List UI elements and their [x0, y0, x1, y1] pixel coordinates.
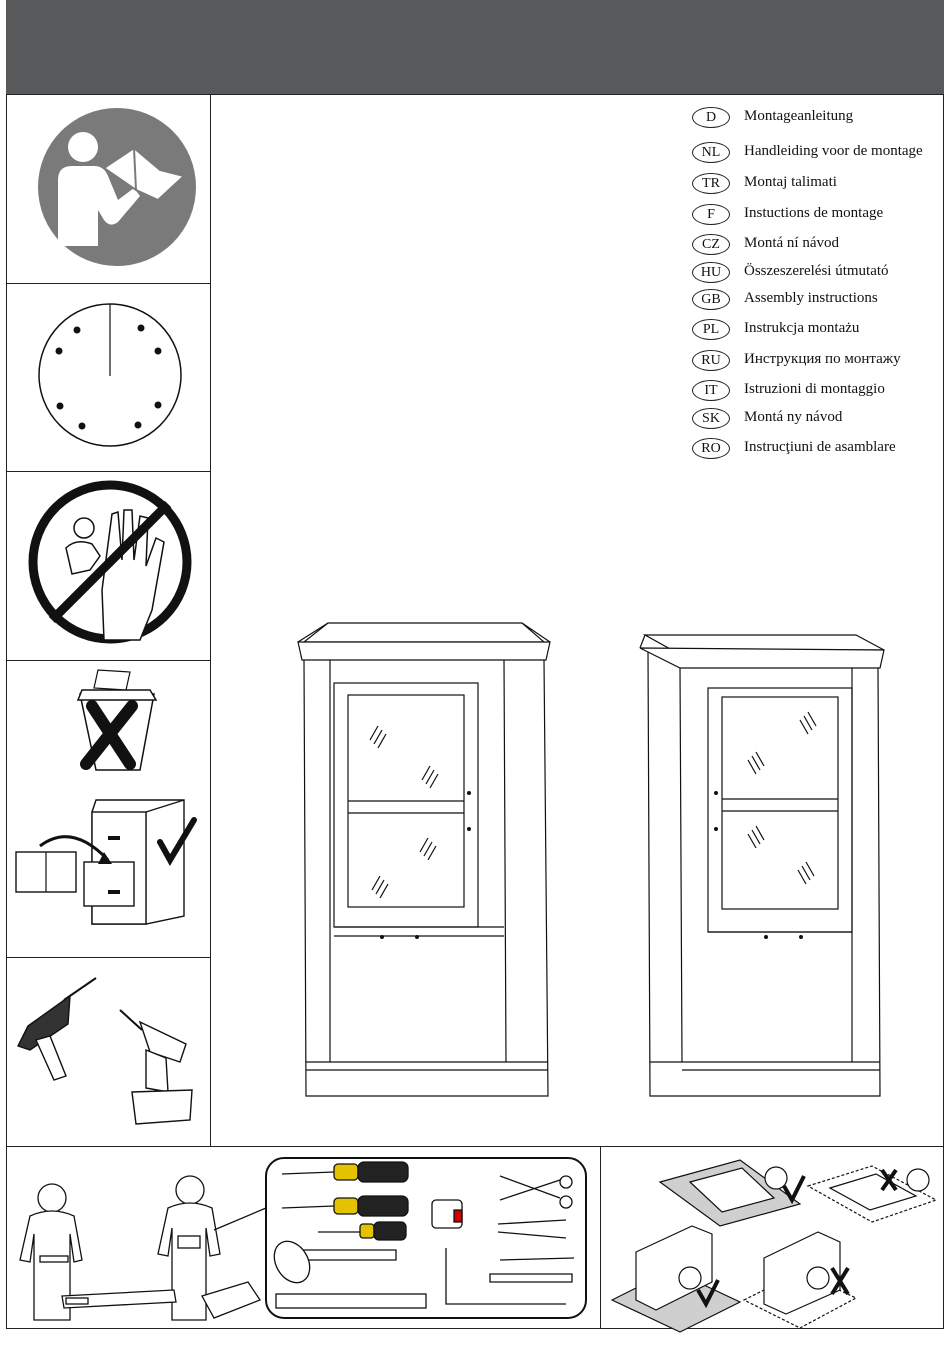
- soft-surface-icon: [0, 0, 950, 1370]
